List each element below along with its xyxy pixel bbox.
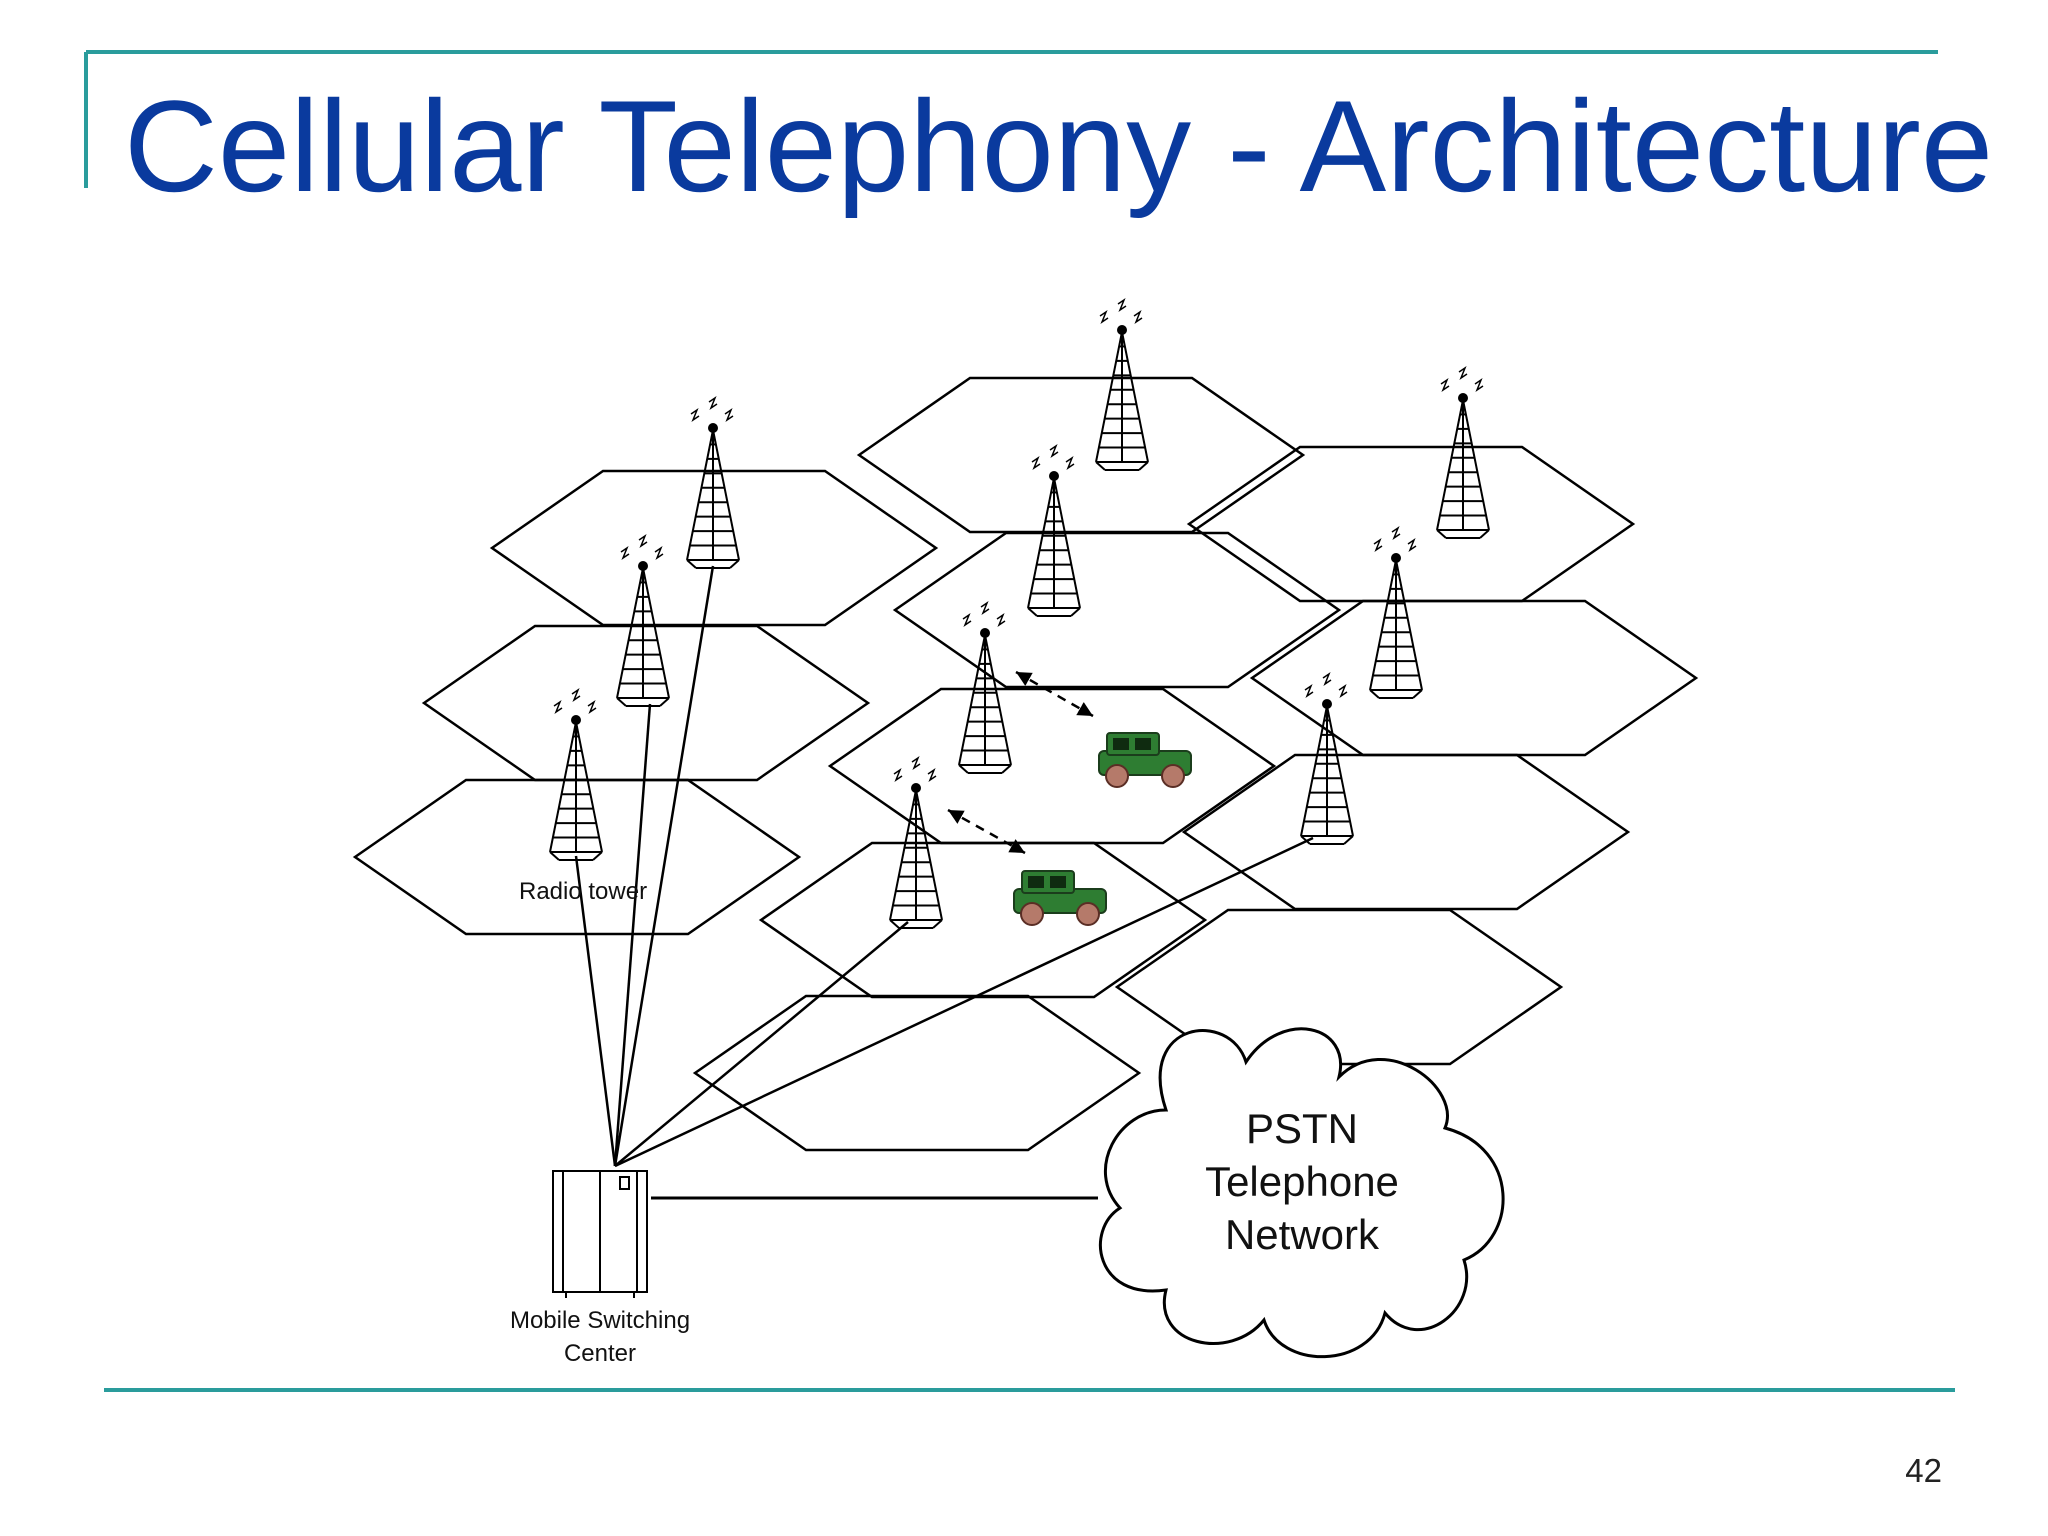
- backhaul-links: [574, 565, 1314, 1168]
- pstn-label-line1: PSTN: [1246, 1105, 1358, 1152]
- radio-tower-icon: [1095, 298, 1149, 471]
- hex-cell: [1186, 445, 1636, 603]
- radio-tower-icon: [889, 756, 943, 929]
- radio-link: [1015, 670, 1094, 718]
- backhaul-link: [614, 836, 1314, 1168]
- car-icon: [1098, 732, 1192, 788]
- radio-tower-icon: [958, 601, 1012, 774]
- pstn-label-line2: Telephone: [1205, 1158, 1399, 1205]
- radio-tower-icon: [686, 396, 740, 569]
- radio-towers: [549, 298, 1490, 929]
- slide-title: Cellular Telephony - Architecture: [124, 73, 1994, 219]
- hex-cell: [856, 376, 1306, 534]
- radio-tower-icon: [1027, 444, 1081, 617]
- hex-cell: [692, 994, 1142, 1152]
- mobile-cars: [947, 670, 1192, 926]
- radio-tower-icon: [549, 688, 603, 861]
- radio-tower-icon: [1436, 366, 1490, 539]
- msc-label-line1: Mobile Switching: [510, 1307, 690, 1334]
- pstn-cloud-icon: [1098, 1027, 1505, 1359]
- backhaul-link: [613, 565, 715, 1167]
- backhaul-link: [614, 921, 909, 1167]
- backhaul-link: [574, 855, 617, 1167]
- hex-cell: [892, 531, 1342, 689]
- pstn-label-line3: Network: [1225, 1211, 1380, 1258]
- radio-tower-icon: [1300, 672, 1354, 845]
- hex-cell: [352, 778, 802, 936]
- hex-cell: [1181, 753, 1631, 911]
- cell-grid: [352, 376, 1699, 1152]
- car-icon: [1013, 870, 1107, 926]
- radio-link: [947, 808, 1026, 855]
- msc-label-line2: Center: [564, 1340, 636, 1367]
- switch-cabinet-icon: [552, 1170, 648, 1298]
- radio-tower-label: Radio tower: [519, 878, 647, 905]
- hex-cell: [827, 687, 1277, 845]
- radio-tower-icon: [1369, 526, 1423, 699]
- radio-tower-icon: [616, 534, 670, 707]
- page-number: 42: [1905, 1452, 1942, 1489]
- backhaul-link: [613, 703, 652, 1167]
